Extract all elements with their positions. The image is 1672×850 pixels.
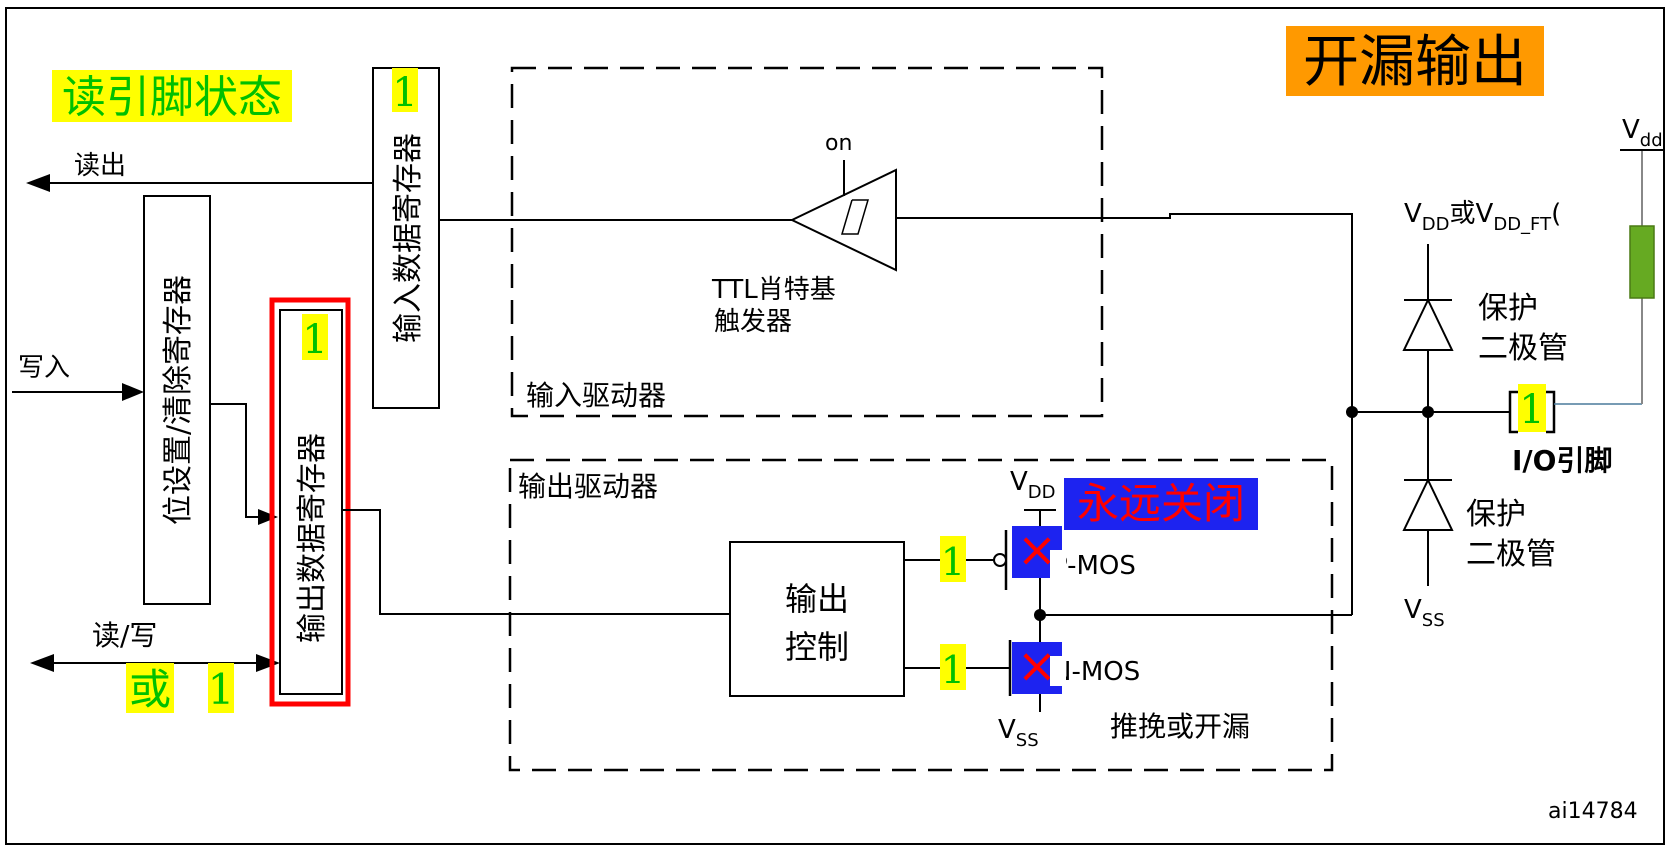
input-driver-label: 输入驱动器 [526,379,666,412]
vss-label: VSS [998,715,1039,751]
read-write-label: 读/写 [92,619,157,652]
p-mos-bubble-icon [993,553,1007,567]
upper-diode-icon [1402,297,1454,351]
idr-one-highlight [392,68,418,112]
title-background [1286,26,1544,96]
trigger-to-bus-line [896,213,1353,412]
lower-diode-label-line2: 二极管 [1466,537,1556,572]
n-gate-one: 1 [941,648,965,692]
read-write-left-arrow-icon [30,654,54,672]
io-pin-label: I/O引脚 [1512,444,1612,477]
ttl-schmitt-line1: TTL肖特基 [711,275,836,305]
input-driver-box [510,66,1104,418]
idr-one: 1 [392,70,417,116]
write-in-arrow-icon [122,383,144,401]
push-pull-open-drain-label: 推挽或开漏 [1110,710,1250,743]
odr-one: 1 [302,317,327,363]
read-out-label: 读出 [74,151,126,181]
hysteresis-icon [840,199,870,235]
output-data-register [279,309,343,695]
io-pin-icon-right [1546,390,1556,434]
io-pin-one: 1 [1519,387,1544,433]
pullup-resistor-icon [1629,225,1655,299]
io-pin-icon [1508,390,1518,434]
output-driver-label: 输出驱动器 [518,470,658,503]
ttl-schmitt-line2: 触发器 [714,307,792,337]
n-mos-label: N-MOS [1052,657,1140,687]
always-off-label: 永远关闭 [1077,479,1245,528]
output-control-line2: 控制 [785,628,849,666]
output-data-register-label: 输出数据寄存器 [295,433,330,643]
bsrr-to-odr-line [210,403,260,518]
outer-frame [5,7,1665,845]
lower-diode-icon [1402,477,1454,531]
p-gate-one: 1 [941,540,965,584]
p-gate-one-highlight [940,536,966,582]
odr-one-highlight [302,314,328,360]
n-mos-label-mask [1050,656,1066,686]
read-write-one: 1 [208,665,235,714]
io-pin-one-highlight [1518,384,1546,432]
vdd-label: VDD [1010,467,1056,503]
read-pin-label: 读引脚状态 [62,72,282,123]
read-write-right-arrow-icon [256,654,280,672]
read-pin-highlight [52,70,292,122]
on-label: on [825,131,852,156]
lower-diode-label-line1: 保护 [1466,497,1526,532]
or-highlight [126,663,174,713]
always-off-highlight [1064,478,1258,530]
write-in-label: 写入 [18,353,70,383]
bsrr-to-odr-arrow-icon [258,509,278,525]
upper-diode-label-line1: 保护 [1478,291,1538,326]
figure-id: ai14784 [1548,799,1638,824]
output-control-box [729,541,905,697]
lower-vss-label: VSS [1404,595,1445,631]
output-data-register-red-frame [269,297,351,707]
odr-to-control-line [342,509,730,615]
bit-set-clear-register [143,195,211,605]
or-label: 或 [129,665,171,714]
input-data-register [372,67,440,409]
vdd-or-vddft-label: VDD或VDD_FT( [1404,199,1561,235]
title: 开漏输出 [1303,30,1527,95]
upper-diode-label-line2: 二极管 [1478,331,1568,366]
p-mos-label-mask [1050,550,1066,580]
output-control-line1: 输出 [785,580,849,618]
n-gate-one-highlight [940,644,966,690]
read-write-one-highlight [208,663,234,713]
input-data-register-label: 输入数据寄存器 [391,133,426,343]
bit-set-clear-register-label: 位设置/清除寄存器 [161,275,196,525]
vdd-ext-label: Vdd [1622,115,1663,151]
read-out-arrow-icon [26,174,50,192]
